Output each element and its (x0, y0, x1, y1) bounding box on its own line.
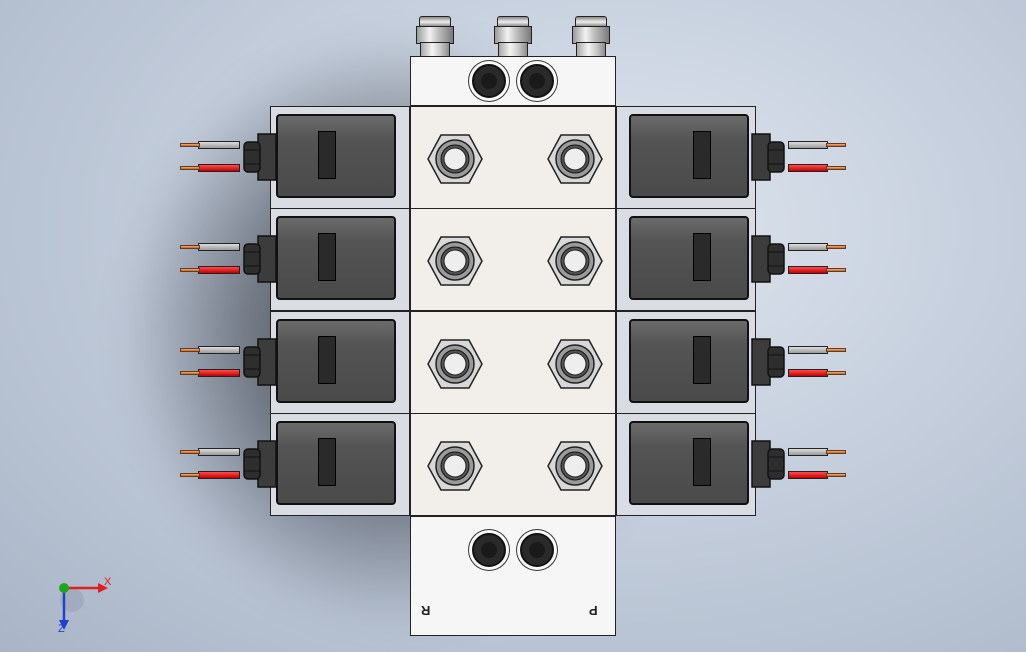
station-1-right-connector (750, 128, 790, 186)
top-port-left (472, 64, 506, 98)
wire-tip (826, 348, 846, 352)
station-1-left-wire-red (198, 164, 240, 172)
station-4-right-connector (750, 435, 790, 493)
station-2-port-b (547, 235, 603, 287)
coil-slot (318, 438, 336, 486)
wire-tip (180, 450, 200, 454)
wire-tip (826, 371, 846, 375)
valve-station-4[interactable] (410, 413, 616, 516)
station-2-left-coil[interactable] (270, 208, 410, 311)
station-4-right-wire-grey (788, 448, 828, 456)
axis-z-label: Z (58, 623, 65, 634)
coil-housing (276, 319, 396, 403)
station-2-right-wire-red (788, 266, 828, 274)
station-1-right-wire-grey (788, 141, 828, 149)
station-3-right-connector (750, 333, 790, 391)
station-2-right-connector (750, 230, 790, 288)
wire-tip (826, 245, 846, 249)
station-4-right-coil[interactable] (616, 413, 756, 516)
wire-tip (826, 473, 846, 477)
top-end-block[interactable] (410, 56, 616, 106)
station-4-port-b (547, 440, 603, 492)
coil-slot (693, 233, 711, 281)
wire-tip (180, 473, 200, 477)
station-1-left-connector (238, 128, 278, 186)
station-1-port-a (427, 133, 483, 185)
station-3-left-connector (238, 333, 278, 391)
top-fitting-2[interactable] (494, 16, 532, 58)
axis-x-label: X (104, 576, 112, 588)
wire-tip (180, 166, 200, 170)
coil-housing (276, 216, 396, 300)
bottom-port-left (472, 533, 506, 567)
station-4-left-coil[interactable] (270, 413, 410, 516)
wire-tip (826, 450, 846, 454)
station-4-left-wire-red (198, 471, 240, 479)
station-3-right-coil[interactable] (616, 311, 756, 414)
station-1-right-coil[interactable] (616, 106, 756, 209)
axis-triad: X Z (58, 576, 112, 634)
station-2-right-coil[interactable] (616, 208, 756, 311)
bottom-end-block[interactable]: R P (410, 516, 616, 636)
coil-housing (629, 216, 749, 300)
station-4-right-wire-red (788, 471, 828, 479)
wire-tip (180, 245, 200, 249)
station-3-left-coil[interactable] (270, 311, 410, 414)
station-1-port-b (547, 133, 603, 185)
coil-slot (318, 336, 336, 384)
valve-station-1[interactable] (410, 106, 616, 209)
valve-station-3[interactable] (410, 311, 616, 414)
coil-slot (693, 438, 711, 486)
station-3-port-a (427, 338, 483, 390)
station-3-port-b (547, 338, 603, 390)
station-3-right-wire-grey (788, 346, 828, 354)
station-3-left-wire-grey (198, 346, 240, 354)
wire-tip (180, 371, 200, 375)
station-4-port-a (427, 440, 483, 492)
top-port-right (520, 64, 554, 98)
coil-housing (276, 114, 396, 198)
station-4-left-connector (238, 435, 278, 493)
station-2-port-a (427, 235, 483, 287)
coil-slot (318, 233, 336, 281)
station-2-left-wire-red (198, 266, 240, 274)
wire-tip (180, 268, 200, 272)
station-2-left-connector (238, 230, 278, 288)
top-fitting-1[interactable] (416, 16, 454, 58)
port-label-r: R (421, 603, 431, 618)
bottom-port-right (520, 533, 554, 567)
coil-housing (629, 421, 749, 505)
wire-tip (826, 268, 846, 272)
station-2-left-wire-grey (198, 243, 240, 251)
coil-housing (629, 114, 749, 198)
station-1-right-wire-red (788, 164, 828, 172)
station-2-right-wire-grey (788, 243, 828, 251)
wire-tip (826, 166, 846, 170)
wire-tip (180, 143, 200, 147)
station-3-left-wire-red (198, 369, 240, 377)
coil-slot (318, 131, 336, 179)
top-fitting-3[interactable] (572, 16, 610, 58)
station-4-left-wire-grey (198, 448, 240, 456)
coil-housing (629, 319, 749, 403)
station-1-left-coil[interactable] (270, 106, 410, 209)
wire-tip (180, 348, 200, 352)
coil-slot (693, 336, 711, 384)
wire-tip (826, 143, 846, 147)
station-3-right-wire-red (788, 369, 828, 377)
coil-slot (693, 131, 711, 179)
coil-housing (276, 421, 396, 505)
port-label-p: P (589, 603, 598, 618)
station-1-left-wire-grey (198, 141, 240, 149)
valve-station-2[interactable] (410, 208, 616, 311)
